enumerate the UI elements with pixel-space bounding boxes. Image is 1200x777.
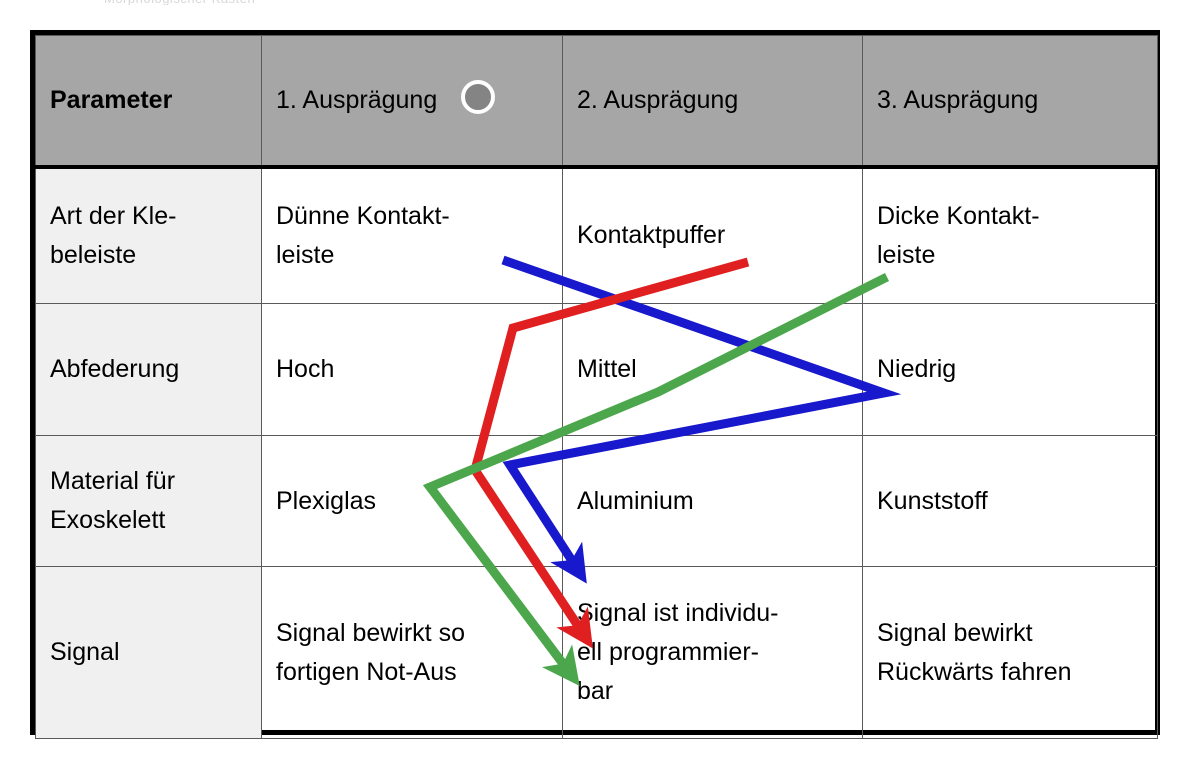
option-cell-r4c1[interactable]: Signal bewirkt so fortigen Not-Aus (261, 566, 563, 739)
option-cell-r2c3[interactable]: Niedrig (862, 303, 1158, 436)
option-cell-r1c2[interactable]: Kontaktpuffer (562, 166, 863, 304)
option-cell-r3c2[interactable]: Aluminium (562, 435, 863, 567)
click-indicator-icon (461, 80, 495, 114)
column-header-parameter: Parameter (35, 35, 262, 169)
option-cell-r4c3[interactable]: Signal bewirkt Rückwärts fahren (862, 566, 1158, 739)
row-parameter-abfederung: Abfederung (35, 303, 262, 436)
morphological-box-table: Parameter 1. Ausprägung 2. Ausprägung 3.… (30, 30, 1160, 739)
table-row: Abfederung Hoch Mittel Niedrig (35, 303, 1158, 436)
option-cell-r2c1[interactable]: Hoch (261, 303, 563, 436)
table-header-row: Parameter 1. Ausprägung 2. Ausprägung 3.… (35, 35, 1158, 169)
cut-off-slide-title: Morphologischer Kasten (104, 0, 364, 5)
table-row: Art der Kle- beleiste Dünne Kontakt- lei… (35, 166, 1158, 304)
column-header-auspraegung-1: 1. Ausprägung (261, 35, 563, 169)
column-header-auspraegung-2: 2. Ausprägung (562, 35, 863, 169)
row-parameter-material-exoskelett: Material für Exoskelett (35, 435, 262, 567)
table-row: Material für Exoskelett Plexiglas Alumin… (35, 435, 1158, 567)
option-cell-r3c3[interactable]: Kunststoff (862, 435, 1158, 567)
column-header-auspraegung-3: 3. Ausprägung (862, 35, 1158, 169)
option-cell-r1c3[interactable]: Dicke Kontakt- leiste (862, 166, 1158, 304)
row-parameter-klebeleiste: Art der Kle- beleiste (35, 166, 262, 304)
option-cell-r3c1[interactable]: Plexiglas (261, 435, 563, 567)
table-row: Signal Signal bewirkt so fortigen Not-Au… (35, 566, 1158, 739)
option-cell-r4c2[interactable]: Signal ist individu- ell programmier- ba… (562, 566, 863, 739)
option-cell-r2c2[interactable]: Mittel (562, 303, 863, 436)
parameter-table: Parameter 1. Ausprägung 2. Ausprägung 3.… (35, 35, 1158, 739)
option-cell-r1c1[interactable]: Dünne Kontakt- leiste (261, 166, 563, 304)
row-parameter-signal: Signal (35, 566, 262, 739)
